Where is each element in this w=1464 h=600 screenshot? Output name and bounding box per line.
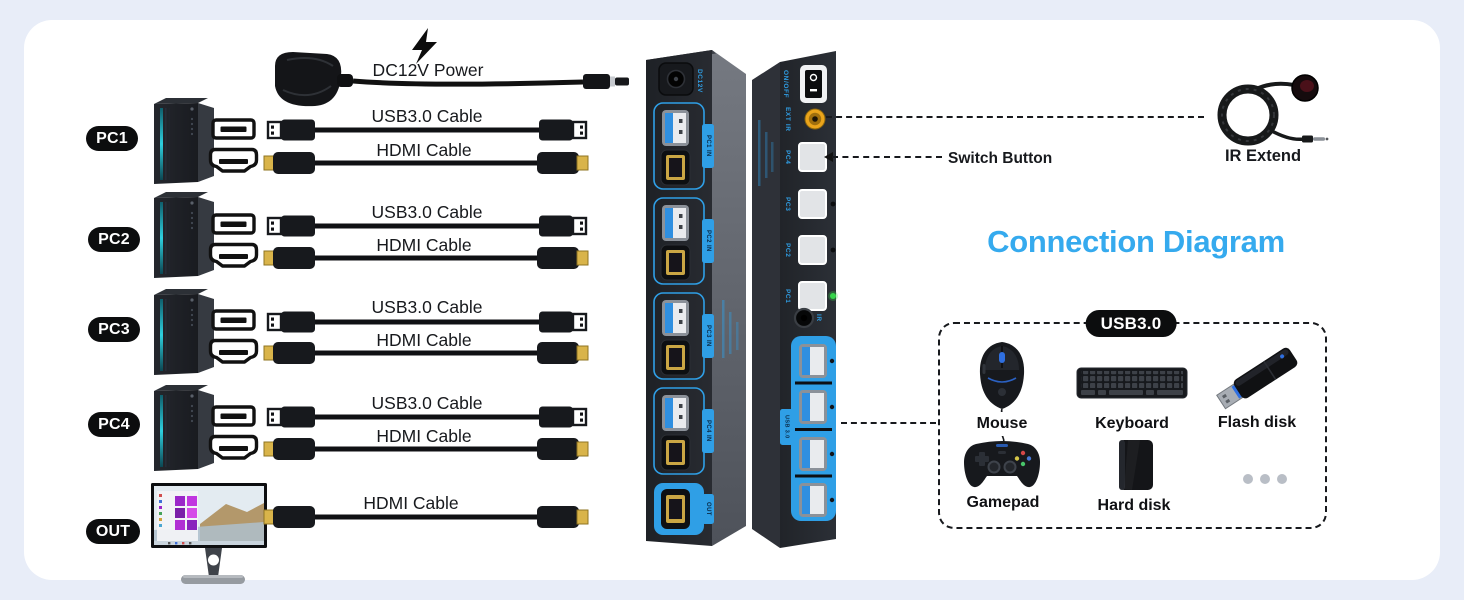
pc1-pill: PC1 bbox=[86, 126, 138, 151]
ext-ir-dashed-line bbox=[826, 116, 1204, 118]
pc2-led bbox=[830, 247, 836, 253]
hdmi-cable-label: HDMI Cable bbox=[376, 330, 472, 350]
usb-hub-ports bbox=[791, 336, 836, 521]
monitor bbox=[151, 483, 267, 584]
input-group-pc2 bbox=[653, 197, 705, 285]
hdmi-cable bbox=[262, 436, 590, 462]
power-label: DC12V Power bbox=[372, 60, 484, 80]
usb30-side-tag: USB 3.0 bbox=[780, 409, 793, 445]
hdmi-cable-label: HDMI Cable bbox=[376, 140, 472, 160]
dc12v-label: DC12V bbox=[696, 69, 703, 93]
pc2-tower bbox=[152, 190, 216, 278]
pc1-in-tag: PC1 IN bbox=[702, 124, 714, 168]
pc2-button bbox=[798, 235, 827, 265]
input-group-pc1 bbox=[653, 102, 705, 190]
power-adapter-body bbox=[275, 52, 342, 107]
pc2-in-tag: PC2 IN bbox=[702, 219, 714, 263]
ir-label: IR bbox=[815, 314, 822, 322]
hdmi-cable-label: HDMI Cable bbox=[376, 426, 472, 446]
hdmi-cable-label: HDMI Cable bbox=[363, 493, 459, 513]
hdmi-port-icon bbox=[208, 147, 259, 174]
hdmi-cable bbox=[262, 150, 590, 176]
ir-extend-label: IR Extend bbox=[1224, 147, 1302, 165]
pc1-button-label: PC1 bbox=[784, 288, 791, 304]
hard-disk-icon bbox=[1119, 440, 1153, 490]
gamepad-icon bbox=[964, 436, 1040, 488]
keyboard-icon bbox=[1076, 367, 1188, 399]
pc3-tower bbox=[152, 287, 216, 375]
page-title: Connection Diagram bbox=[987, 224, 1285, 259]
hdmi-out-port bbox=[654, 483, 704, 535]
keyboard-label: Keyboard bbox=[1095, 415, 1169, 432]
pc4-tower bbox=[152, 383, 216, 471]
input-group-pc3 bbox=[653, 292, 705, 380]
usb-port-icon bbox=[211, 405, 256, 427]
usb-port-icon bbox=[211, 213, 256, 235]
audio-jack-tip bbox=[1313, 137, 1325, 141]
usb-cable-label: USB3.0 Cable bbox=[371, 297, 483, 317]
ir-cable-coil bbox=[1217, 84, 1279, 146]
mouse-label: Mouse bbox=[976, 415, 1028, 432]
pc2-pill: PC2 bbox=[88, 227, 140, 252]
ext-ir-label: EXT IR bbox=[784, 106, 791, 132]
kvm-switch-devices bbox=[646, 50, 838, 548]
hdmi-port-icon bbox=[208, 434, 259, 461]
switch-button-label: Switch Button bbox=[948, 150, 1053, 167]
power-cable bbox=[352, 78, 584, 87]
usb-port-icon bbox=[211, 118, 256, 140]
switch-arrow bbox=[824, 152, 833, 162]
ext-ir-jack bbox=[804, 108, 826, 130]
usb-cable-label: USB3.0 Cable bbox=[371, 393, 483, 413]
usb-box-dashed-line bbox=[841, 422, 936, 424]
usb-port-icon bbox=[211, 309, 256, 331]
out-pill: OUT bbox=[86, 519, 140, 544]
hdmi-port-icon bbox=[208, 338, 259, 365]
pc4-button bbox=[798, 142, 827, 172]
usb-cable bbox=[266, 118, 588, 142]
pc3-led bbox=[830, 201, 836, 207]
pc2-button-label: PC2 bbox=[784, 242, 791, 258]
pc1-tower bbox=[152, 96, 216, 184]
pc3-pill: PC3 bbox=[88, 317, 140, 342]
out-tag: OUT bbox=[702, 494, 714, 524]
hdmi-port-icon bbox=[208, 242, 259, 269]
lightning-bolt-icon bbox=[412, 28, 437, 64]
hdmi-cable bbox=[262, 245, 590, 271]
pc4-button-label: PC4 bbox=[784, 149, 791, 165]
switch-dashed-line bbox=[832, 156, 942, 158]
pc3-button-label: PC3 bbox=[784, 196, 791, 212]
pc1-button bbox=[798, 281, 827, 311]
usb-cable-label: USB3.0 Cable bbox=[371, 106, 483, 126]
pc3-in-tag: PC3 IN bbox=[702, 314, 714, 358]
usb-cable-label: USB3.0 Cable bbox=[371, 202, 483, 222]
pc4-pill: PC4 bbox=[88, 412, 140, 437]
power-switch bbox=[800, 65, 827, 103]
usb30-pill: USB3.0 bbox=[1085, 310, 1177, 337]
ir-extender-graphic bbox=[1217, 74, 1329, 146]
hard-disk-label: Hard disk bbox=[1097, 497, 1171, 514]
gamepad-label: Gamepad bbox=[966, 494, 1040, 511]
kvm-front-panel bbox=[752, 51, 838, 548]
pc4-in-tag: PC4 IN bbox=[702, 409, 714, 453]
hdmi-cable bbox=[262, 504, 590, 530]
flash-disk-icon bbox=[1216, 347, 1298, 410]
kvm-back-panel bbox=[646, 50, 746, 546]
pc3-button bbox=[798, 189, 827, 219]
hdmi-cable bbox=[262, 340, 590, 366]
on-off-label: ON/OFF bbox=[782, 69, 789, 99]
mouse-icon bbox=[979, 342, 1025, 412]
more-devices-dots bbox=[1243, 471, 1294, 489]
hdmi-cable-label: HDMI Cable bbox=[376, 235, 472, 255]
pc1-led-green bbox=[830, 293, 836, 299]
power-adapter-graphic bbox=[275, 28, 629, 107]
flash-disk-label: Flash disk bbox=[1217, 414, 1297, 431]
